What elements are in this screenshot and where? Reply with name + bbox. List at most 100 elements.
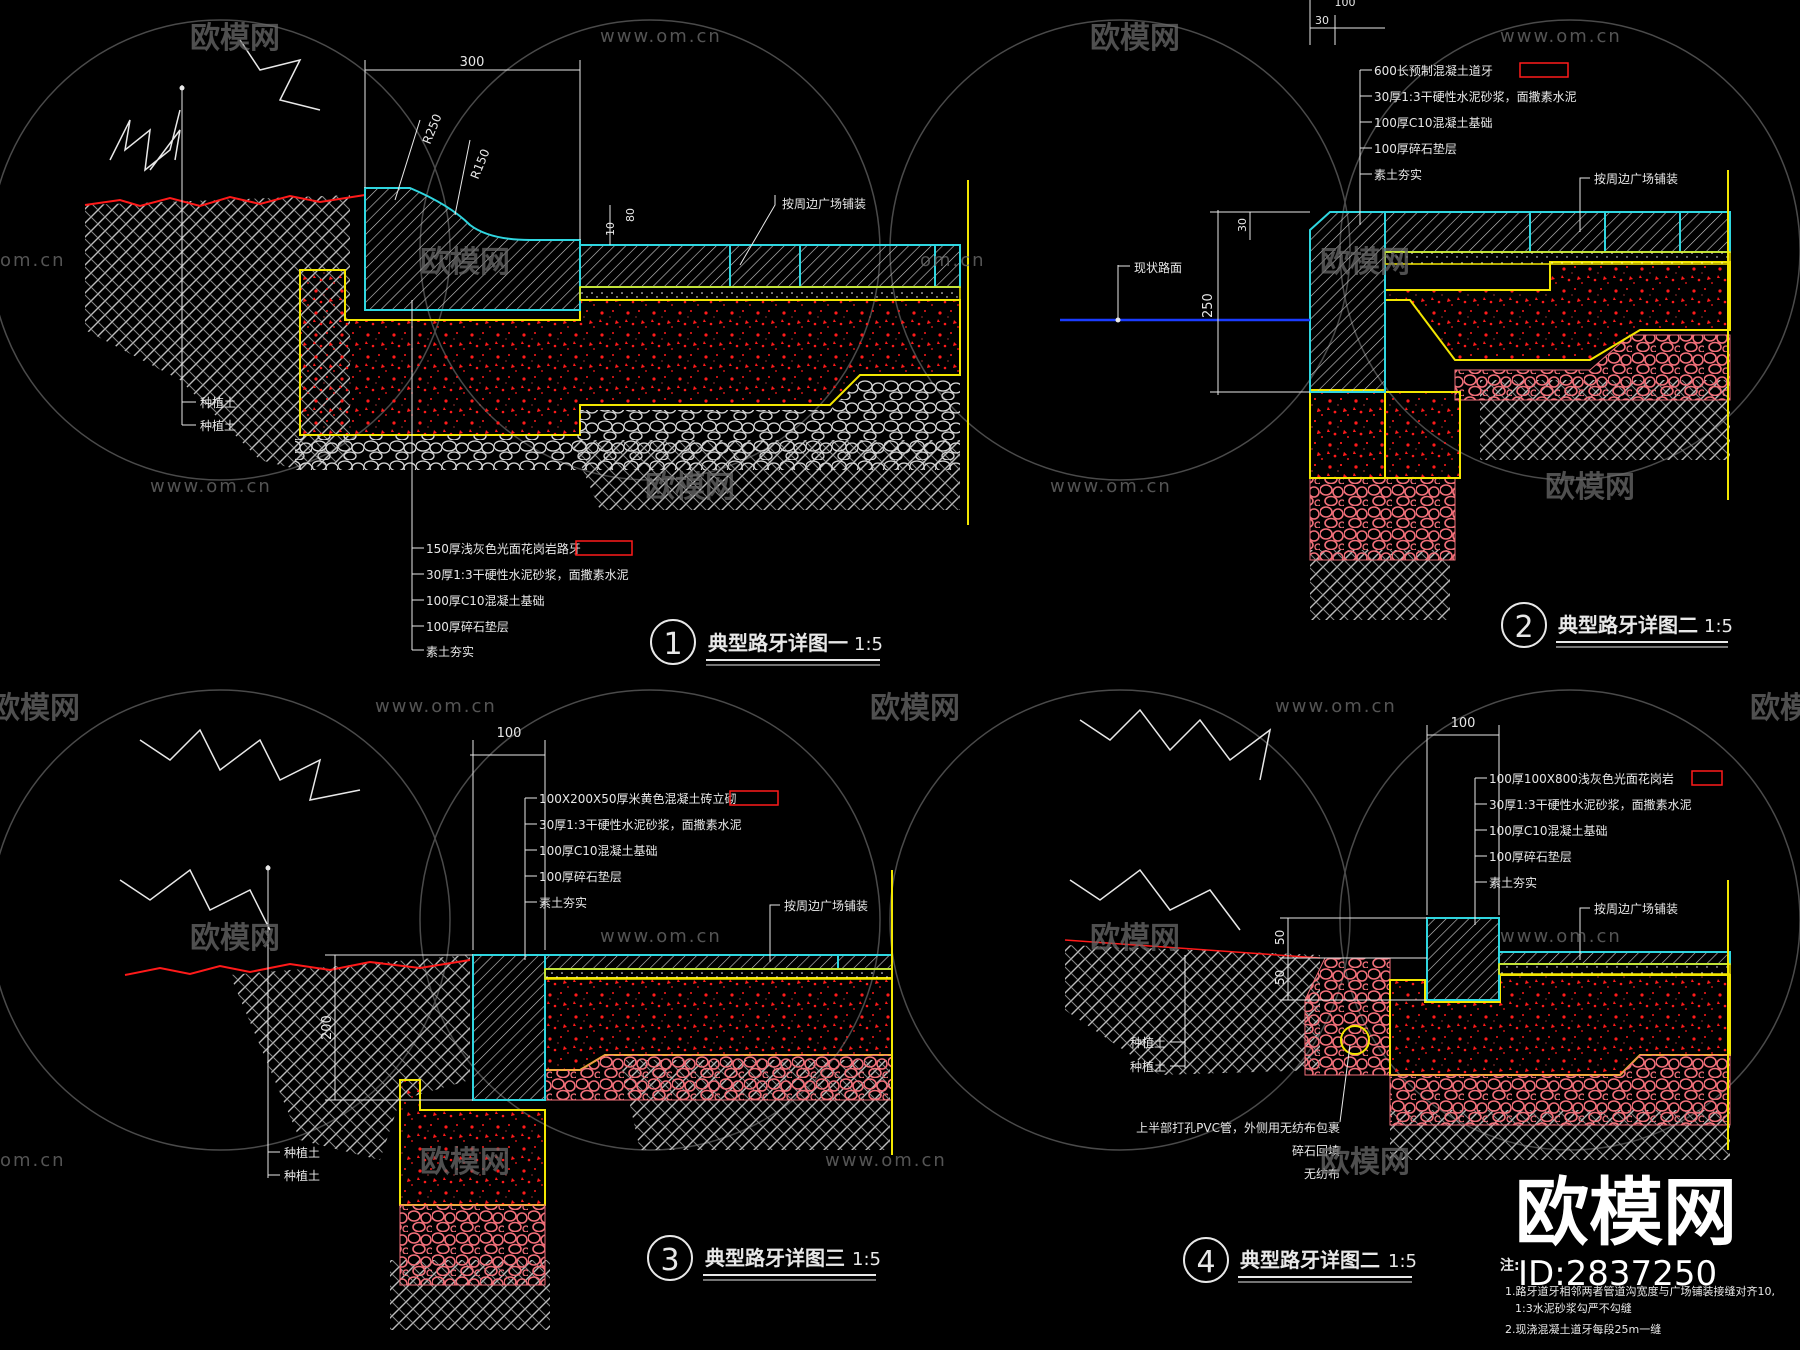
- detail-1: 300 R250 R150 10 80 按周边广场铺装 种植土 种植土 150厚…: [84, 39, 969, 666]
- label-plaza-3: 按周边广场铺装: [784, 899, 868, 913]
- svg-text:www.om.cn: www.om.cn: [150, 476, 272, 497]
- svg-text:欧模网: 欧模网: [0, 691, 80, 726]
- soil-hatch-1: [85, 195, 350, 470]
- svg-text:欧模网: 欧模网: [1090, 921, 1180, 956]
- svg-text:100厚碎石垫层: 100厚碎石垫层: [1489, 849, 1572, 864]
- svg-text:1:3水泥砂浆勾严不勾缝: 1:3水泥砂浆勾严不勾缝: [1515, 1301, 1632, 1315]
- label-road-2: 现状路面: [1134, 260, 1182, 275]
- svg-text:www.om.cn: www.om.cn: [600, 926, 722, 947]
- curb-stone-3: [472, 954, 546, 1101]
- curb-stone-1: [364, 187, 581, 311]
- svg-text:1: 1: [663, 627, 682, 662]
- detail-2: 现状路面 250 30 30 100 按周边广场铺装 600长预制混凝土道牙 3…: [1060, 0, 1733, 648]
- svg-text:欧模网: 欧模网: [870, 691, 960, 726]
- svg-text:30厚1:3干硬性水泥砂浆，面撒素水泥: 30厚1:3干硬性水泥砂浆，面撒素水泥: [1489, 797, 1692, 812]
- dim-100-top: 100: [1335, 0, 1356, 9]
- svg-text:www.om.cn: www.om.cn: [1050, 476, 1172, 497]
- svg-text:典型路牙详图二: 典型路牙详图二: [1240, 1248, 1380, 1272]
- svg-text:100厚C10混凝土基础: 100厚C10混凝土基础: [1489, 823, 1608, 838]
- svg-text:1:5: 1:5: [1704, 616, 1733, 637]
- svg-text:www.om.cn: www.om.cn: [1500, 926, 1622, 947]
- dim-100-d4: 100: [1451, 716, 1476, 731]
- label-soil-4a: 种植土: [1130, 1035, 1166, 1050]
- svg-text:欧模网: 欧模网: [645, 470, 735, 505]
- svg-text:www.om.cn: www.om.cn: [1275, 696, 1397, 717]
- svg-text:100厚100X800浅灰色光面花岗岩: 100厚100X800浅灰色光面花岗岩: [1489, 771, 1674, 786]
- dim-250: 250: [1201, 293, 1216, 318]
- gravel-3b: [544, 1054, 893, 1101]
- dim-30-top: 30: [1315, 14, 1329, 27]
- dim-80: 80: [624, 208, 637, 222]
- svg-text:2.现浇混凝土道牙每段25m一缝: 2.现浇混凝土道牙每段25m一缝: [1505, 1322, 1661, 1336]
- plant-sketch-4: [1069, 708, 1272, 931]
- svg-text:4: 4: [1196, 1245, 1215, 1280]
- plant-sketch-1: [109, 39, 321, 172]
- label-plaza-4: 按周边广场铺装: [1594, 902, 1678, 916]
- detail-2-title: 2 典型路牙详图二 1:5: [1501, 602, 1733, 648]
- notes-heading: 注:: [1500, 1257, 1520, 1274]
- watermark-texts: 欧模网 欧模网 欧模网 欧模网 欧模网 欧模网 欧模网 欧模网 欧模网 欧模网 …: [0, 21, 1800, 1180]
- svg-text:100厚碎石垫层: 100厚碎石垫层: [539, 869, 622, 884]
- brand-logo-large: 欧模网: [1515, 1170, 1737, 1256]
- dim-300: 300: [460, 55, 485, 70]
- brand-id: ID:2837250: [1518, 1254, 1717, 1294]
- svg-text:欧模网: 欧模网: [1320, 1145, 1410, 1180]
- detail-4-title: 4 典型路牙详图二 1:5: [1183, 1237, 1417, 1283]
- label-fabric-4: 无纺布: [1304, 1167, 1340, 1181]
- pvc-pipe-4: [1340, 1025, 1370, 1055]
- label-soil-3b: 种植土: [284, 1168, 320, 1183]
- detail-3-title: 3 典型路牙详图三 1:5: [647, 1235, 881, 1281]
- svg-text:100厚碎石垫层: 100厚碎石垫层: [426, 619, 509, 634]
- svg-text:1:5: 1:5: [852, 1249, 881, 1270]
- svg-text:典型路牙详图三: 典型路牙详图三: [705, 1246, 845, 1270]
- dim-200-d3: 200: [320, 1015, 335, 1040]
- svg-text:欧模网: 欧模网: [420, 245, 510, 280]
- label-gravel-4: 碎石回填: [1292, 1143, 1340, 1158]
- label-plaza-2: 按周边广场铺装: [1594, 172, 1678, 186]
- svg-text:www.om.cn: www.om.cn: [825, 1150, 947, 1171]
- detail-3: 100 200 种植土 种植土 按周边广场铺装 100X200X50厚米黄色混凝…: [119, 726, 893, 1330]
- paving-2: [1384, 211, 1731, 253]
- paving-4: [1498, 951, 1731, 965]
- svg-text:2: 2: [1514, 610, 1533, 645]
- svg-text:1:5: 1:5: [1388, 1251, 1417, 1272]
- svg-text:欧模网: 欧模网: [190, 921, 280, 956]
- layer-labels-2: 600长预制混凝土道牙 30厚1:3干硬性水泥砂浆，面撒素水泥 100厚C10混…: [1360, 62, 1577, 182]
- svg-text:om.cn: om.cn: [920, 250, 986, 271]
- svg-text:素土夯实: 素土夯实: [1489, 875, 1537, 890]
- watermark-urls: www.om.cn www.om.cn om.cn om.cn www.om.c…: [0, 26, 1622, 1171]
- svg-text:1:5: 1:5: [854, 634, 883, 655]
- dim-r150: R150: [468, 147, 493, 181]
- label-soil-4b: 种植土: [1130, 1059, 1166, 1074]
- svg-text:www.om.cn: www.om.cn: [600, 26, 722, 47]
- dim-100-d3: 100: [497, 726, 522, 741]
- svg-text:欧模网: 欧模网: [190, 21, 280, 56]
- svg-text:om.cn: om.cn: [0, 250, 66, 271]
- ground-line-3: [124, 959, 471, 976]
- svg-text:欧模网: 欧模网: [1090, 21, 1180, 56]
- svg-text:150厚浅灰色光面花岗岩路牙: 150厚浅灰色光面花岗岩路牙: [426, 541, 581, 556]
- svg-text:素土夯实: 素土夯实: [426, 644, 474, 659]
- ground-line-1: [84, 194, 366, 208]
- gravel-trench-4: [1304, 957, 1391, 1076]
- svg-text:100厚C10混凝土基础: 100厚C10混凝土基础: [1374, 115, 1493, 130]
- svg-text:100X200X50厚米黄色混凝土砖立砌: 100X200X50厚米黄色混凝土砖立砌: [539, 791, 737, 806]
- svg-text:30厚1:3干硬性水泥砂浆，面撒素水泥: 30厚1:3干硬性水泥砂浆，面撒素水泥: [539, 817, 742, 832]
- svg-text:www.om.cn: www.om.cn: [1500, 26, 1622, 47]
- gravel-4: [1389, 1054, 1731, 1126]
- svg-text:欧模网: 欧模网: [1545, 470, 1635, 505]
- svg-text:om.cn: om.cn: [0, 1150, 66, 1171]
- detail-4: 100 50 50 种植土 种植土 上半部打孔PVC管，外侧用无纺布包裹 碎石回…: [1064, 708, 1731, 1283]
- layer-labels-1: 150厚浅灰色光面花岗岩路牙 30厚1:3干硬性水泥砂浆，面撒素水泥 100厚C…: [412, 540, 633, 659]
- svg-text:素土夯实: 素土夯实: [539, 895, 587, 910]
- gravel-3a: [399, 1204, 546, 1286]
- svg-text:100厚C10混凝土基础: 100厚C10混凝土基础: [426, 593, 545, 608]
- paving-1: [579, 244, 961, 288]
- svg-text:典型路牙详图一: 典型路牙详图一: [708, 631, 848, 655]
- svg-text:欧模网: 欧模网: [1750, 691, 1800, 726]
- dim-r250: R250: [420, 112, 445, 146]
- svg-text:www.om.cn: www.om.cn: [375, 696, 497, 717]
- dim-50-a: 50: [1273, 930, 1287, 945]
- svg-text:1.路牙道牙相邻两者管道沟宽度与广场铺装接缝对齐10,: 1.路牙道牙相邻两者管道沟宽度与广场铺装接缝对齐10,: [1505, 1284, 1775, 1298]
- svg-text:100厚C10混凝土基础: 100厚C10混凝土基础: [539, 843, 658, 858]
